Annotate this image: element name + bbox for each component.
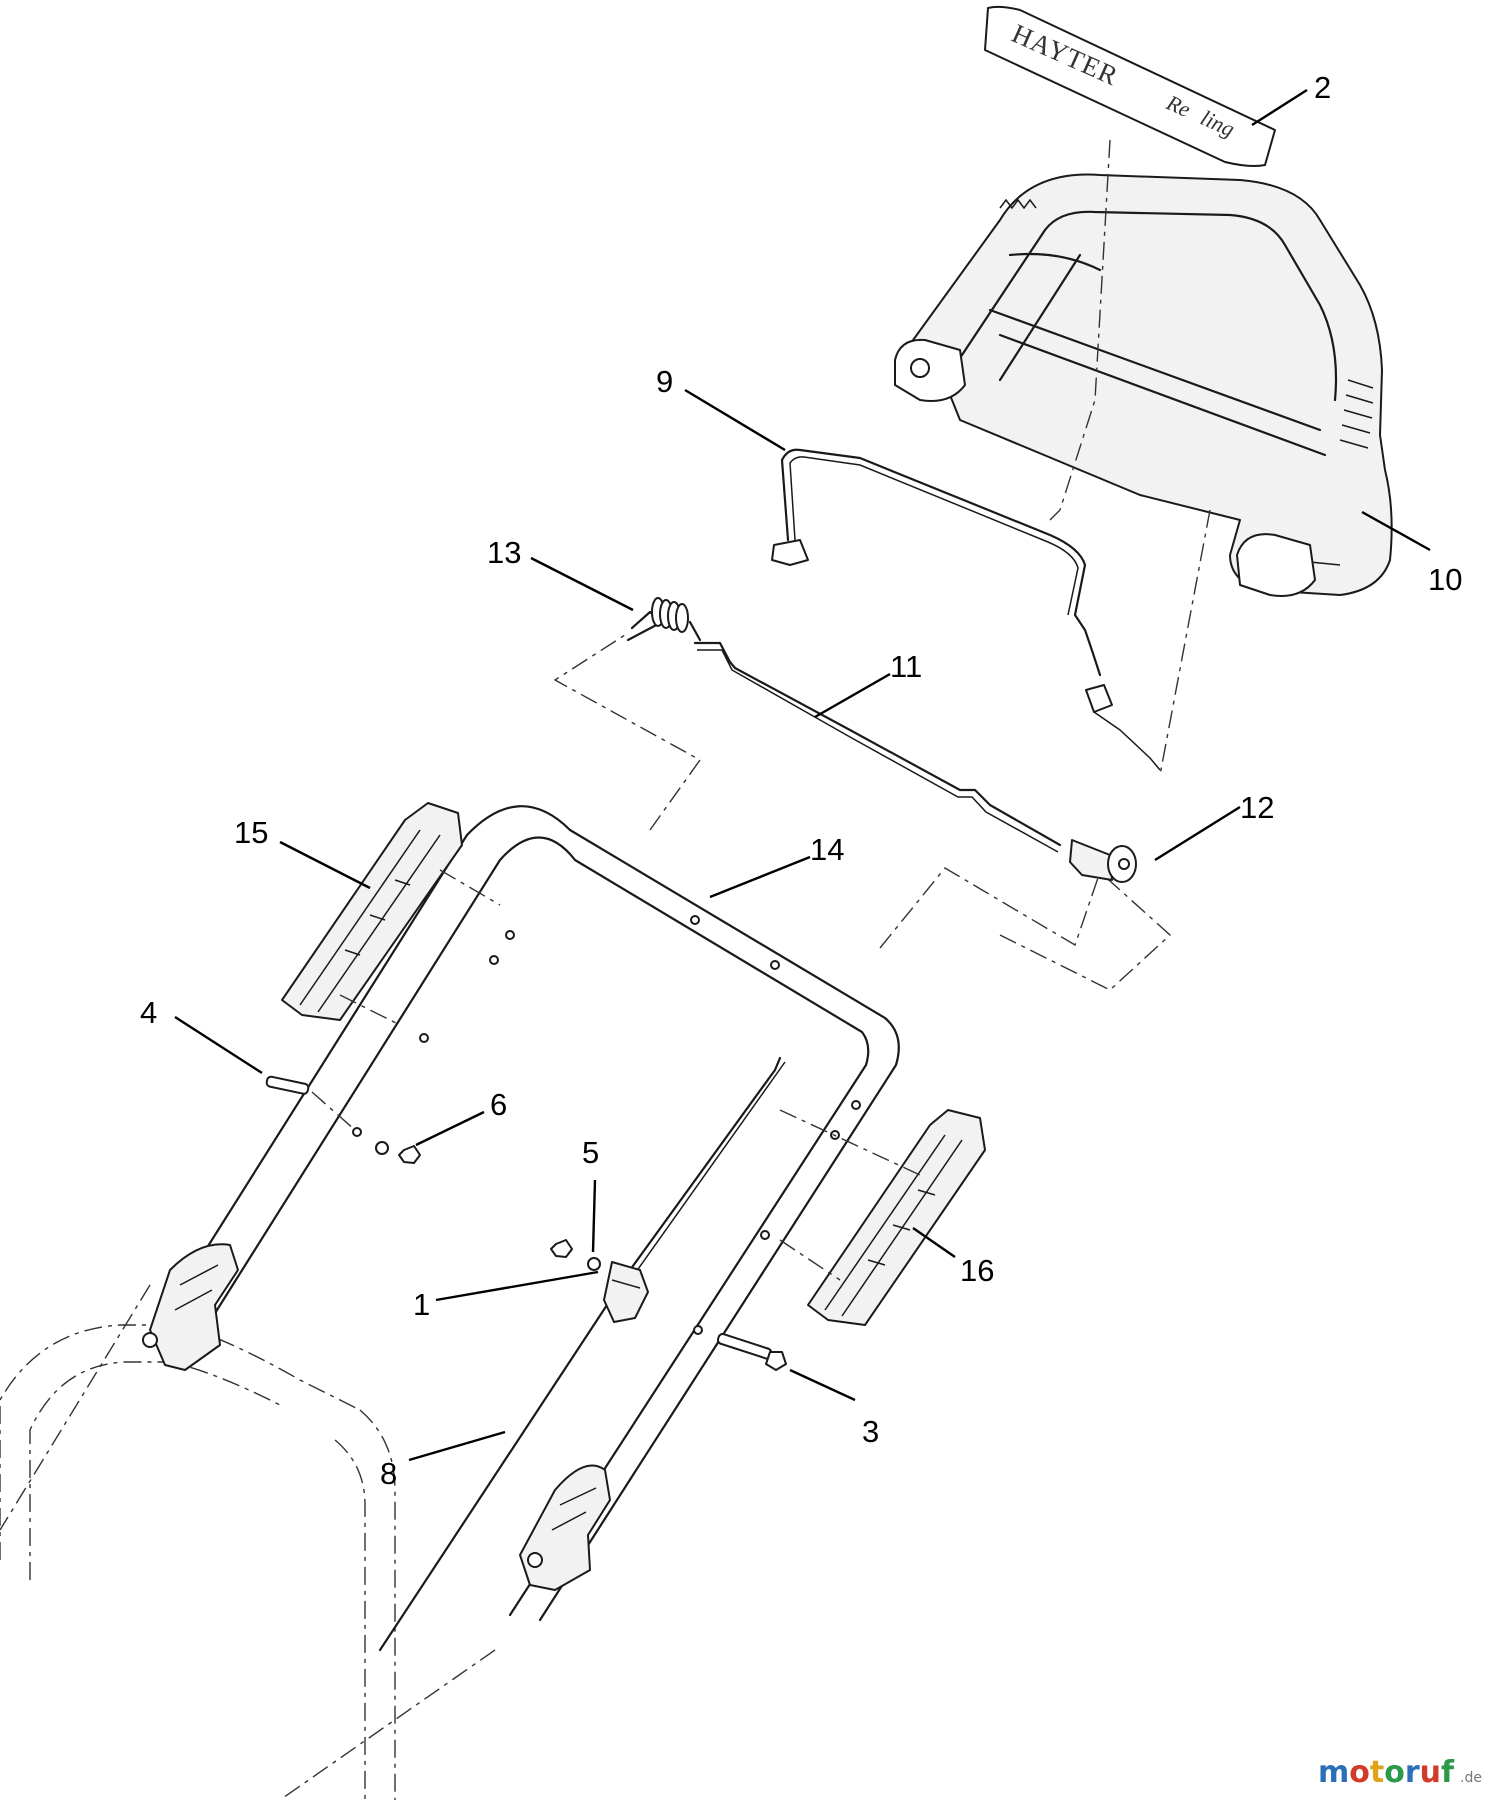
watermark-letter: o xyxy=(1384,1755,1405,1790)
watermark-letter: o xyxy=(1349,1755,1370,1790)
bail-rod-11 xyxy=(693,641,1062,853)
callout-15: 15 xyxy=(234,815,268,850)
callout-2: 2 xyxy=(1314,70,1331,105)
handle-hole xyxy=(770,960,780,970)
callout-12: 12 xyxy=(1240,790,1274,825)
upper-handle-tube xyxy=(150,805,900,1622)
callout-16: 16 xyxy=(960,1253,994,1288)
callout-10: 10 xyxy=(1428,562,1462,597)
watermark-text: motoruf xyxy=(1318,1755,1455,1790)
watermark-letter: u xyxy=(1420,1755,1441,1790)
clamp-hole xyxy=(527,1552,543,1568)
callout-5: 5 xyxy=(582,1135,599,1170)
handle-hole xyxy=(690,915,700,925)
bushing-12 xyxy=(1069,839,1137,883)
callout-13: 13 xyxy=(487,535,521,570)
handle-hole xyxy=(693,1325,703,1335)
watermark-letter: f xyxy=(1441,1755,1455,1790)
bail-bar-9 xyxy=(771,448,1161,771)
handle-hole xyxy=(851,1100,861,1110)
callout-11: 11 xyxy=(890,649,922,684)
handle-hole xyxy=(505,930,515,940)
watermark-letter: t xyxy=(1370,1755,1384,1790)
callout-3: 3 xyxy=(862,1414,879,1449)
callout-6: 6 xyxy=(490,1087,507,1122)
spring-13 xyxy=(626,597,702,642)
callout-8: 8 xyxy=(380,1456,397,1491)
washer-nut-6 xyxy=(375,1141,421,1164)
callout-4: 4 xyxy=(140,995,157,1030)
callout-9: 9 xyxy=(656,364,673,399)
watermark-logo: motoruf .de xyxy=(1318,1755,1482,1790)
handle-hole xyxy=(760,1230,770,1240)
leader-lines xyxy=(174,88,1431,1462)
top-grip-10 xyxy=(894,173,1393,597)
bolt-3 xyxy=(716,1333,787,1371)
callout-labels: 1 2 3 4 5 6 8 9 10 11 12 13 14 15 16 xyxy=(140,70,1462,1491)
bolt-4 xyxy=(265,1075,310,1095)
handle-hole xyxy=(419,1033,429,1043)
handle-hole xyxy=(352,1127,362,1137)
watermark-letter: m xyxy=(1318,1755,1349,1790)
lower-handle-outline xyxy=(0,1284,496,1800)
clamp-hole xyxy=(142,1332,158,1348)
handle-clamp-left xyxy=(142,1243,239,1371)
cable-8 xyxy=(378,1056,786,1652)
handle-clamp-right xyxy=(519,1464,611,1591)
handle-hole xyxy=(489,955,499,965)
callout-1: 1 xyxy=(413,1287,430,1322)
handle-guide-left xyxy=(281,802,463,1021)
cable-clip-1 xyxy=(603,1261,649,1323)
watermark-suffix: .de xyxy=(1460,1770,1482,1786)
callout-14: 14 xyxy=(810,832,844,867)
handle-guide-right xyxy=(807,1109,986,1326)
watermark-letter: r xyxy=(1405,1755,1420,1790)
washer-nut-5 xyxy=(550,1239,601,1271)
